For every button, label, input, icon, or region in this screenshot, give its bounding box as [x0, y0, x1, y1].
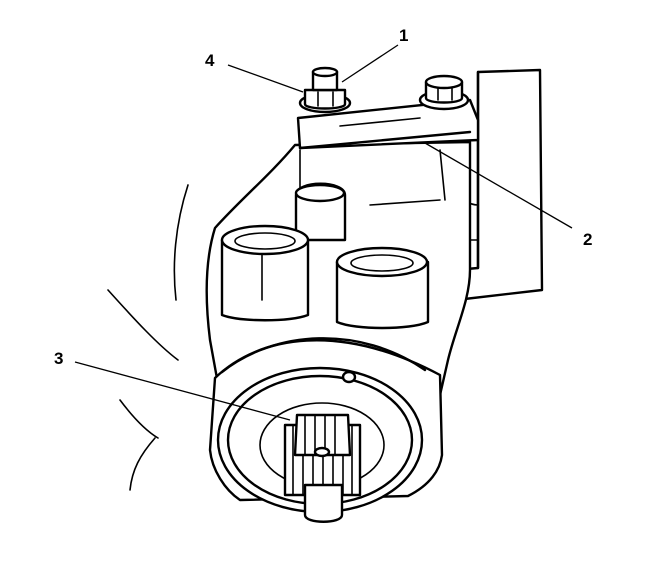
leader-line-1 — [341, 44, 399, 83]
leader-line-3 — [74, 361, 291, 421]
background-outline — [107, 184, 189, 491]
rear-boss — [294, 182, 347, 242]
left-port — [220, 224, 310, 322]
leader-line-4 — [227, 64, 304, 93]
leader-line-2 — [424, 142, 573, 229]
drive-shaft — [283, 413, 362, 523]
callout-3: 3 — [54, 349, 63, 368]
leader-lines — [74, 44, 573, 421]
callout-1: 1 — [399, 26, 408, 45]
second-bolt — [418, 74, 470, 111]
callout-4: 4 — [205, 51, 215, 70]
callout-2: 2 — [583, 230, 592, 249]
right-port — [321, 246, 430, 353]
mounting-plate — [296, 98, 480, 150]
bolt-with-washer — [298, 66, 352, 114]
